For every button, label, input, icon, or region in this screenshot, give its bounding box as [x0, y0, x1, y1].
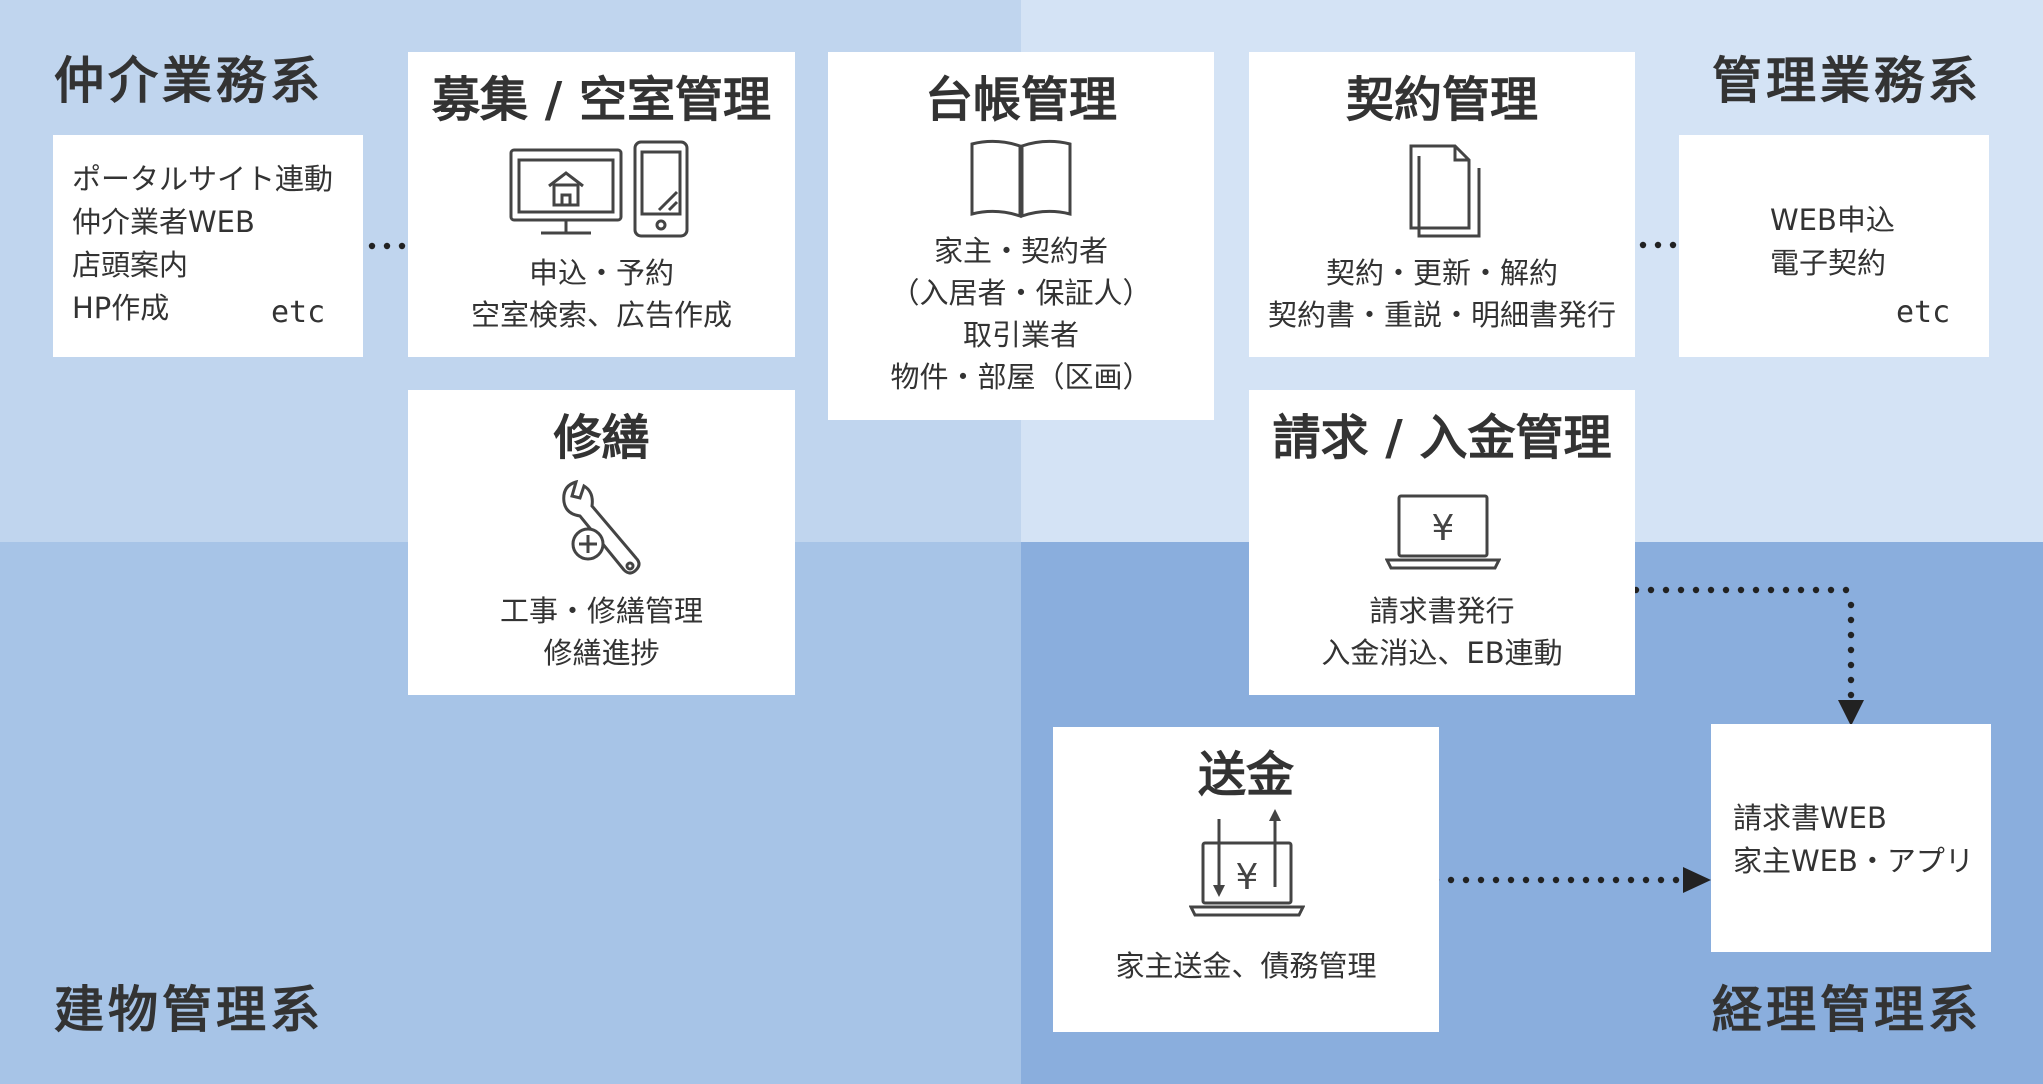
portal-item: 店頭案内 [72, 248, 189, 282]
remit-box: 送金 ¥ 家主送金、債務管理 [1053, 727, 1439, 1032]
contract-desc: 契約・更新・解約 契約書・重説・明細書発行 [1249, 252, 1635, 336]
web-apply-list: WEB申込 電子契約 [1770, 199, 1895, 285]
portal-list: ポータルサイト連動 仲介業者WEB 店頭案内 HP作成 [72, 158, 333, 330]
recruit-desc: 申込・予約 空室検索、広告作成 [408, 252, 795, 336]
ledger-desc-line: （入居者・保証人） [890, 276, 1152, 310]
svg-text:¥: ¥ [1236, 857, 1259, 898]
region-label-brokerage: 仲介業務系 [54, 52, 324, 110]
region-label-management: 管理業務系 [1712, 52, 1982, 110]
portal-box: ポータルサイト連動 仲介業者WEB 店頭案内 HP作成 etc [53, 135, 363, 357]
contract-box: 契約管理 契約・更新・解約 契約書・重説・明細書発行 [1249, 52, 1635, 357]
svg-text:¥: ¥ [1432, 508, 1455, 549]
ledger-title: 台帳管理 [924, 72, 1117, 128]
ledger-desc-line: 取引業者 [962, 318, 1079, 352]
billing-desc: 請求書発行 入金消込、EB連動 [1249, 590, 1635, 674]
ledger-desc: 家主・契約者 （入居者・保証人） 取引業者 物件・部屋（区画） [828, 230, 1214, 398]
billing-title: 請求 / 入金管理 [1272, 410, 1612, 466]
open-book-icon [970, 139, 1072, 219]
remit-desc-line: 家主送金、債務管理 [1115, 949, 1377, 983]
portal-item: ポータルサイト連動 [72, 162, 334, 196]
invoice-web-list: 請求書WEB 家主WEB・アプリ [1733, 797, 1974, 883]
portal-etc: etc [271, 295, 326, 330]
web-apply-item: 電子契約 [1770, 246, 1887, 280]
billing-box: 請求 / 入金管理 ¥ 請求書発行 入金消込、EB連動 [1249, 390, 1635, 695]
invoice-web-item: 家主WEB・アプリ [1733, 844, 1974, 878]
repair-desc-line: 修繕進捗 [543, 636, 660, 670]
web-apply-box: WEB申込 電子契約 etc [1679, 135, 1989, 357]
portal-item: HP作成 [72, 291, 170, 325]
contract-title: 契約管理 [1345, 72, 1538, 128]
ledger-desc-line: 物件・部屋（区画） [890, 360, 1152, 394]
remit-desc: 家主送金、債務管理 [1053, 945, 1439, 987]
contract-desc-line: 契約書・重説・明細書発行 [1267, 298, 1616, 332]
recruit-title: 募集 / 空室管理 [432, 72, 771, 128]
region-label-building: 建物管理系 [54, 981, 324, 1039]
wrench-icon [562, 479, 641, 575]
recruit-desc-line: 空室検索、広告作成 [470, 298, 732, 332]
laptop-yen-icon: ¥ [1385, 494, 1501, 570]
contract-desc-line: 契約・更新・解約 [1325, 256, 1558, 290]
billing-desc-line: 請求書発行 [1369, 594, 1515, 628]
repair-desc: 工事・修繕管理 修繕進捗 [408, 590, 795, 674]
web-apply-item: WEB申込 [1770, 203, 1895, 237]
arrow-remit-to-invoice-web [1432, 867, 1711, 893]
arrow-billing-to-invoice-web [1632, 586, 1864, 726]
laptop-transfer-icon: ¥ [1189, 809, 1305, 917]
repair-box: 修繕 工事・修繕管理 修繕進捗 [408, 390, 795, 695]
region-label-accounting: 経理管理系 [1712, 981, 1982, 1039]
ledger-desc-line: 家主・契約者 [933, 234, 1108, 268]
repair-desc-line: 工事・修繕管理 [499, 594, 703, 628]
invoice-web-box: 請求書WEB 家主WEB・アプリ [1711, 724, 1991, 952]
recruit-desc-line: 申込・予約 [528, 256, 674, 290]
monitor-and-phone-icon [509, 140, 689, 238]
repair-title: 修繕 [553, 410, 650, 466]
portal-item: 仲介業者WEB [72, 205, 255, 239]
recruit-box: 募集 / 空室管理 申込・予約 空室検索、広告作成 [408, 52, 795, 357]
web-apply-etc: etc [1896, 295, 1951, 330]
invoice-web-item: 請求書WEB [1733, 801, 1887, 835]
documents-icon [1409, 144, 1481, 238]
remit-title: 送金 [1197, 747, 1294, 803]
billing-desc-line: 入金消込、EB連動 [1321, 636, 1563, 670]
ledger-box: 台帳管理 家主・契約者 （入居者・保証人） 取引業者 物件・部屋（区画） [828, 52, 1214, 420]
